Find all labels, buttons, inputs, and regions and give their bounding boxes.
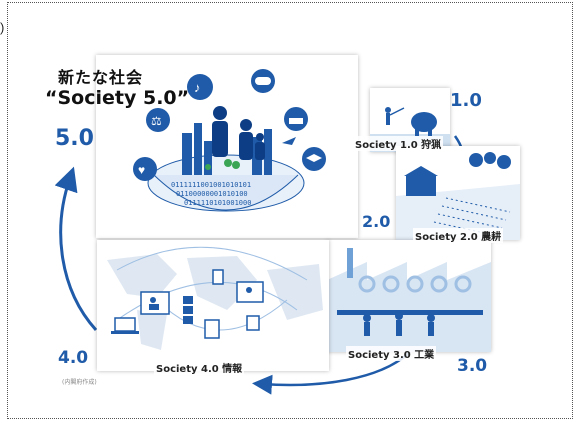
surround-icons: ♪ ⚖ ♥ <box>133 69 326 181</box>
factory-icon <box>284 107 308 131</box>
svg-text:⚖: ⚖ <box>151 114 162 128</box>
worker-icon <box>363 312 435 336</box>
monitor-icon <box>140 291 170 315</box>
farming-scene <box>396 152 520 240</box>
svg-text:♥: ♥ <box>138 163 145 177</box>
stage-2-label: Society 2.0 農耕 <box>413 228 504 243</box>
stage-5-number: 5.0 <box>55 126 94 151</box>
scales-icon: ⚖ <box>146 108 170 132</box>
svg-text:♪: ♪ <box>194 80 201 95</box>
barn-icon <box>404 166 438 196</box>
society-4-panel <box>97 240 329 371</box>
hunter-figures <box>385 107 405 125</box>
heart-icon: ♥ <box>133 157 157 181</box>
pill-icon <box>251 69 275 93</box>
title-japanese: 新たな社会 <box>58 68 144 87</box>
svg-text:01100000001010100: 01100000001010100 <box>176 190 248 198</box>
music-icon: ♪ <box>187 74 213 100</box>
stage-1-number: 1.0 <box>450 90 482 111</box>
stage-2-number: 2.0 <box>362 212 391 231</box>
stage-3-label: Society 3.0 工業 <box>346 346 437 361</box>
graduation-cap-icon <box>302 147 326 171</box>
stage-3-number: 3.0 <box>457 356 488 376</box>
title-english: “Society 5.0” <box>45 87 190 109</box>
tablet-icon <box>246 315 260 331</box>
stage-1-label: Society 1.0 狩猟 <box>353 136 444 151</box>
mammoth-icon <box>411 112 437 136</box>
source-note: (内閣府作成) <box>62 379 97 386</box>
stage-4-label: Society 4.0 情報 <box>154 360 245 375</box>
society-5-panel: 0111111001001010101 01100000001010100 01… <box>96 55 358 238</box>
tree-icon <box>469 152 511 169</box>
greenery <box>205 159 240 170</box>
server-icon <box>183 296 193 324</box>
arrow-4-to-5 <box>54 166 98 332</box>
svg-text:0111110101001000: 0111110101001000 <box>184 199 251 207</box>
svg-text:0111111001001010101: 0111111001001010101 <box>171 181 251 189</box>
binary-text: 0111111001001010101 01100000001010100 01… <box>171 181 251 207</box>
drone-icon <box>282 137 296 145</box>
society-2-panel <box>396 146 520 240</box>
factory-scene <box>327 248 491 352</box>
people-figures <box>212 106 265 160</box>
field-rows <box>433 197 511 237</box>
corner-marker: ) <box>0 20 5 35</box>
tablet-icon <box>212 269 224 285</box>
society-3-panel <box>327 240 491 352</box>
monitor-icon <box>236 281 264 303</box>
laptop-icon <box>111 317 139 334</box>
gear-icon <box>358 275 472 293</box>
tablet-icon <box>204 319 220 339</box>
stage-4-number: 4.0 <box>58 348 89 368</box>
